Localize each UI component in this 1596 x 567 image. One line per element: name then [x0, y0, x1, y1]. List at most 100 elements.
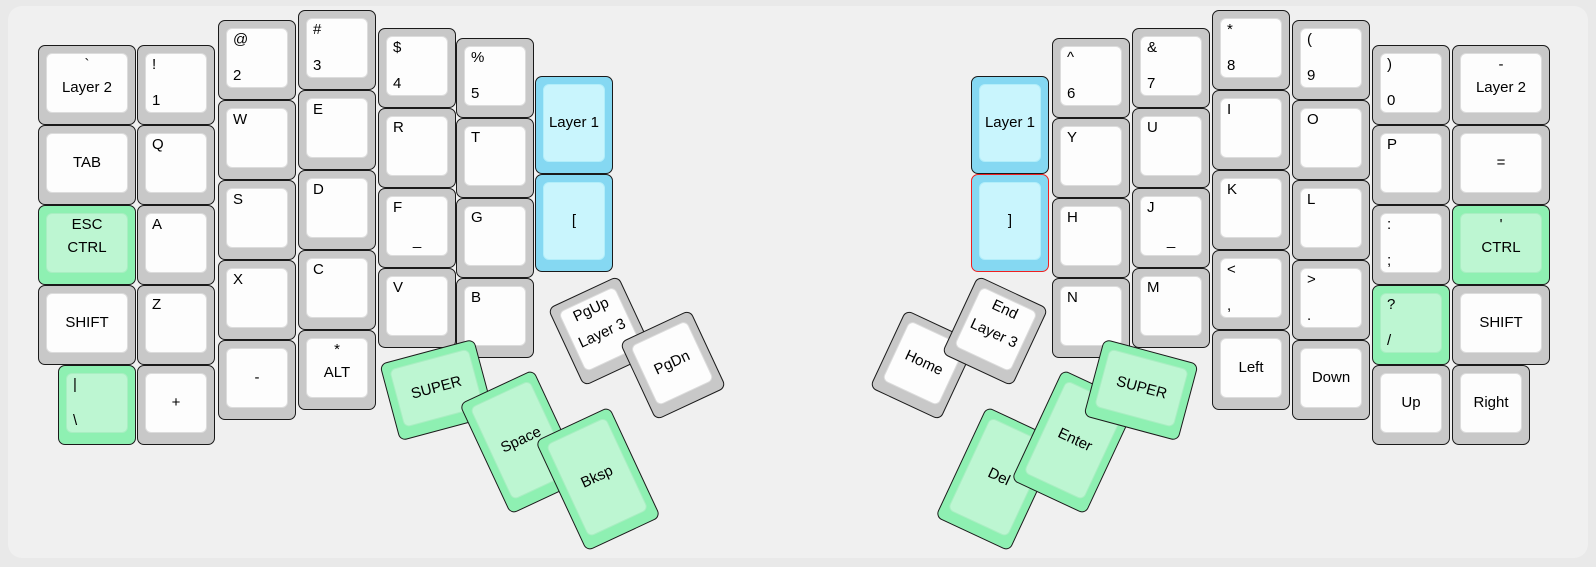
key-l-c1-r5[interactable]: |\ [58, 365, 136, 445]
key-r-c7-r4[interactable]: SHIFT [1452, 285, 1550, 365]
keycap-r-c3-r1: &7 [1140, 36, 1202, 96]
key-l-c4-r2[interactable]: E [298, 90, 376, 170]
key-r-c7-r5[interactable]: Right [1452, 365, 1530, 445]
key-r-c5-r4[interactable]: >. [1292, 260, 1370, 340]
key-l-c2-r4[interactable]: Z [137, 285, 215, 365]
key-l-c4-r3[interactable]: D [298, 170, 376, 250]
key-l-c4-r4[interactable]: C [298, 250, 376, 330]
key-legend-top-r-c4-r2: I [1227, 101, 1232, 118]
key-r-c6-r4[interactable]: ?/ [1372, 285, 1450, 365]
key-r-c5-r5[interactable]: Down [1292, 340, 1370, 420]
key-l-c4-r5[interactable]: *ALT [298, 330, 376, 410]
key-l-c3-r1[interactable]: @2 [218, 20, 296, 100]
key-legend-top-r-c6-r3: : [1387, 216, 1392, 233]
key-legend-top-r-c5-r4: > [1307, 271, 1316, 288]
key-r-c7-r1[interactable]: -Layer 2 [1452, 45, 1550, 125]
key-l-c2-r3[interactable]: A [137, 205, 215, 285]
key-r-c4-r5[interactable]: Left [1212, 330, 1290, 410]
key-legend-top-l-c2-r2: Q [152, 136, 164, 153]
key-legend-top-r-c2-r3: H [1067, 209, 1078, 226]
key-legend-top-l-c4-r2: E [313, 101, 324, 118]
keycap-l-c3-r3: S [226, 188, 288, 248]
key-l-c2-r5[interactable]: + [137, 365, 215, 445]
key-r-c6-r1[interactable]: )0 [1372, 45, 1450, 125]
key-legend-top-l-c4-r5: * [334, 341, 340, 358]
key-legend-main-l-c2-r1: 1 [152, 92, 161, 110]
key-legend-top-l-c3-r3: S [233, 191, 244, 208]
key-r-c6-r2[interactable]: P [1372, 125, 1450, 205]
key-l-c1-r4[interactable]: SHIFT [38, 285, 136, 365]
key-l-c3-r3[interactable]: S [218, 180, 296, 260]
key-legend-top-r-c6-r1: ) [1387, 56, 1392, 73]
key-l-c1-r2[interactable]: TAB [38, 125, 136, 205]
keycap-r-c6-r1: )0 [1380, 53, 1442, 113]
key-r-c2-r4[interactable]: N [1052, 278, 1130, 358]
key-r-c4-r4[interactable]: <, [1212, 250, 1290, 330]
key-legend-main-l-t-pgdn: PgDn [651, 347, 693, 379]
key-legend-top-r-c5-r2: O [1307, 111, 1319, 128]
key-r-c3-r1[interactable]: &7 [1132, 28, 1210, 108]
key-l-c3-r4[interactable]: X [218, 260, 296, 340]
key-legend-main-r-c1-r1: Layer 1 [984, 114, 1036, 132]
key-r-c1-r2[interactable]: ] [971, 174, 1049, 272]
key-legend-top-l-c1-r1: ` [84, 56, 90, 73]
homing-bump-icon-r-c3-r3: _ [1166, 232, 1176, 250]
keycap-l-c1-r4: SHIFT [46, 293, 128, 353]
key-r-c2-r2[interactable]: Y [1052, 118, 1130, 198]
key-legend-top-l-c2-r4: Z [152, 296, 162, 313]
key-l-c2-r2[interactable]: Q [137, 125, 215, 205]
key-l-c3-r5[interactable]: - [218, 340, 296, 420]
key-l-c7-r2[interactable]: [ [535, 174, 613, 272]
keycap-l-t-pgdn: PgDn [630, 320, 715, 407]
key-r-c1-r1[interactable]: Layer 1 [971, 76, 1049, 174]
key-legend-top-r-c3-r1: & [1147, 39, 1158, 56]
key-legend-main-r-c6-r5: Up [1401, 394, 1421, 412]
keycap-r-c4-r4: <, [1220, 258, 1282, 318]
key-r-c4-r1[interactable]: *8 [1212, 10, 1290, 90]
key-l-c7-r1[interactable]: Layer 1 [535, 76, 613, 174]
key-legend-top-l-c5-r2: R [393, 119, 404, 136]
key-r-c5-r2[interactable]: O [1292, 100, 1370, 180]
key-r-c4-r2[interactable]: I [1212, 90, 1290, 170]
key-legend-top-r-c2-r4: N [1067, 289, 1078, 306]
key-legend-main-l-c1-r1: Layer 2 [61, 78, 113, 96]
key-r-c4-r3[interactable]: K [1212, 170, 1290, 250]
key-r-c7-r2[interactable]: = [1452, 125, 1550, 205]
key-l-c2-r1[interactable]: !1 [137, 45, 215, 125]
key-r-c6-r3[interactable]: :; [1372, 205, 1450, 285]
key-r-c6-r5[interactable]: Up [1372, 365, 1450, 445]
keycap-r-c2-r3: H [1060, 206, 1122, 266]
keycap-r-c1-r1: Layer 1 [979, 84, 1041, 162]
keycap-r-t-super: SUPER [1094, 348, 1189, 428]
key-legend-top-r-c3-r4: M [1147, 279, 1160, 296]
key-r-c3-r4[interactable]: M [1132, 268, 1210, 348]
key-legend-top-l-c3-r4: X [233, 271, 244, 288]
keycap-l-c2-r4: Z [145, 293, 207, 353]
key-legend-main-l-c5-r1: 4 [393, 75, 402, 93]
key-r-c3-r3[interactable]: J_ [1132, 188, 1210, 268]
key-r-c2-r3[interactable]: H [1052, 198, 1130, 278]
key-r-c7-r3[interactable]: 'CTRL [1452, 205, 1550, 285]
key-legend-top-l-c5-r4: V [393, 279, 404, 296]
key-l-c1-r1[interactable]: ` Layer 2 [38, 45, 136, 125]
keycap-r-c5-r1: (9 [1300, 28, 1362, 88]
key-r-c5-r1[interactable]: (9 [1292, 20, 1370, 100]
key-l-c3-r2[interactable]: W [218, 100, 296, 180]
key-l-c5-r3[interactable]: F_ [378, 188, 456, 268]
key-r-c3-r2[interactable]: U [1132, 108, 1210, 188]
key-legend-main-l-c6-r1: 5 [471, 85, 480, 103]
key-legend-main-r-c1-r2: ] [1007, 212, 1013, 230]
key-l-c6-r1[interactable]: %5 [456, 38, 534, 118]
key-legend-top-l-c3-r2: W [233, 111, 248, 128]
key-l-c5-r2[interactable]: R [378, 108, 456, 188]
key-l-c4-r1[interactable]: #3 [298, 10, 376, 90]
key-l-c5-r4[interactable]: V [378, 268, 456, 348]
key-l-c6-r3[interactable]: G [456, 198, 534, 278]
keycap-r-c3-r4: M [1140, 276, 1202, 336]
key-r-c2-r1[interactable]: ^6 [1052, 38, 1130, 118]
key-l-c6-r2[interactable]: T [456, 118, 534, 198]
keycap-r-c6-r4: ?/ [1380, 293, 1442, 353]
key-l-c5-r1[interactable]: $4 [378, 28, 456, 108]
key-r-c5-r3[interactable]: L [1292, 180, 1370, 260]
